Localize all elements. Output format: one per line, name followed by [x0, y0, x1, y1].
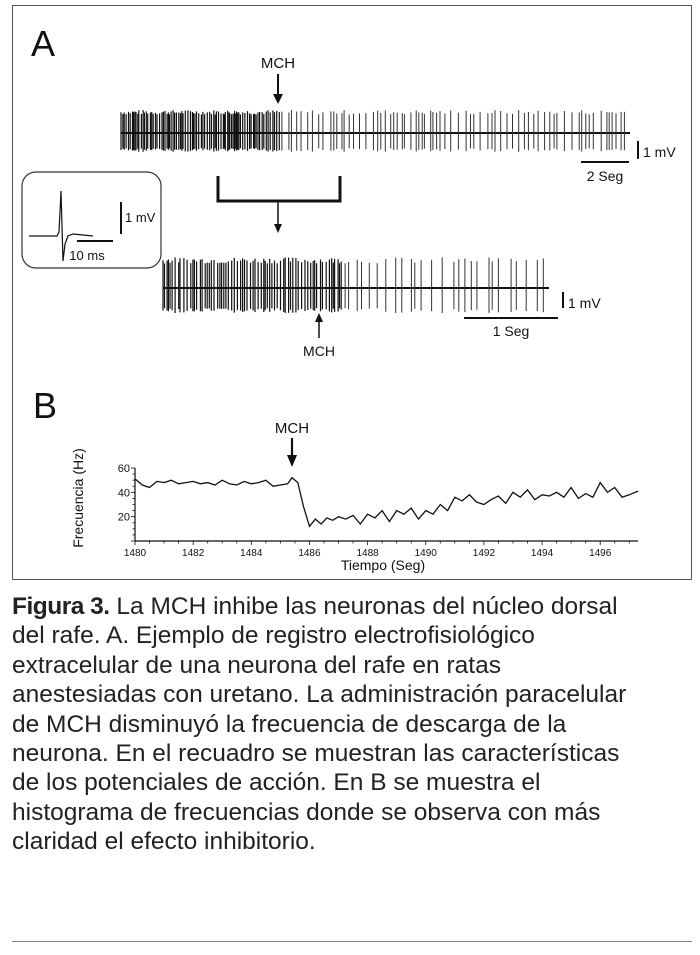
mch-arrow-top-icon — [273, 74, 283, 104]
zoom-bracket — [216, 176, 342, 233]
caption-line: claridad el efecto inhibitorio. — [12, 828, 316, 856]
x-tick-label: 1488 — [356, 548, 379, 559]
mch-label-top: MCH — [261, 55, 295, 72]
x-tick-label: 1486 — [298, 548, 321, 559]
caption-line: de los potenciales de acción. En B se mu… — [12, 769, 541, 797]
scale-bottom-voltage: 1 mV — [568, 295, 601, 311]
x-tick-label: 1494 — [531, 548, 554, 559]
caption-line: del rafe. A. Ejemplo de registro electro… — [12, 622, 535, 650]
figure-3: A MCH 1 mV 2 Seg 1 mV 10 ms — [12, 5, 692, 580]
scale-bar-top: 1 mV 2 Seg — [581, 141, 676, 184]
panel-b-label: B — [33, 385, 57, 426]
x-tick-label: 1482 — [182, 548, 205, 559]
mch-arrow-chart-icon — [287, 438, 298, 467]
caption-line: neurona. En el recuadro se muestran las … — [12, 740, 620, 768]
mch-arrow-bottom-icon — [315, 313, 323, 338]
inset-scale-time: 10 ms — [69, 248, 105, 263]
x-axis-label: Tiempo (Seg) — [341, 557, 425, 573]
divider-rule — [12, 941, 692, 942]
panel-a-label: A — [31, 23, 55, 64]
inset-scale-voltage: 1 mV — [125, 210, 156, 225]
figure-caption: Figura 3. La MCH inhibe las neuronas del… — [12, 592, 700, 857]
scale-bar-bottom: 1 mV 1 Seg — [464, 292, 601, 339]
mch-label-bottom: MCH — [303, 343, 335, 359]
figure-canvas: A MCH 1 mV 2 Seg 1 mV 10 ms — [21, 23, 676, 573]
scale-bottom-time: 1 Seg — [493, 323, 530, 339]
y-tick-label: 40 — [118, 487, 130, 499]
chart-axes: 1480 1482 1484 1486 1488 1490 1492 1494 1496 20 40… — [118, 463, 638, 559]
y-tick-label: 60 — [118, 463, 130, 475]
action-potential-inset: 1 mV 10 ms — [21, 171, 162, 269]
mch-label-chart: MCH — [275, 420, 309, 437]
caption-line: extracelular de una neurona del rafe en … — [12, 651, 501, 679]
x-tick-label: 1480 — [124, 548, 147, 559]
caption-line: de MCH disminuyó la frecuencia de descar… — [12, 710, 567, 738]
caption-line: Figura 3. La MCH inhibe las neuronas del… — [12, 593, 618, 620]
x-tick-label: 1492 — [473, 548, 496, 559]
x-tick-label: 1484 — [240, 548, 263, 559]
scale-top-voltage: 1 mV — [643, 144, 676, 160]
caption-label: Figura 3. — [12, 593, 110, 620]
x-tick-label: 1496 — [589, 548, 612, 559]
spike-trace-bottom — [162, 257, 549, 313]
x-tick-label: 1490 — [415, 548, 438, 559]
scale-top-time: 2 Seg — [587, 168, 624, 184]
caption-line: anestesiadas con uretano. La administrac… — [12, 681, 627, 709]
series-line-frecuencia — [134, 476, 639, 528]
y-axis-label: Frecuencia (Hz) — [70, 448, 86, 548]
caption-line: histograma de frecuencias donde se obser… — [12, 798, 601, 826]
spike-trace-top — [120, 110, 630, 152]
y-tick-label: 20 — [118, 512, 130, 524]
